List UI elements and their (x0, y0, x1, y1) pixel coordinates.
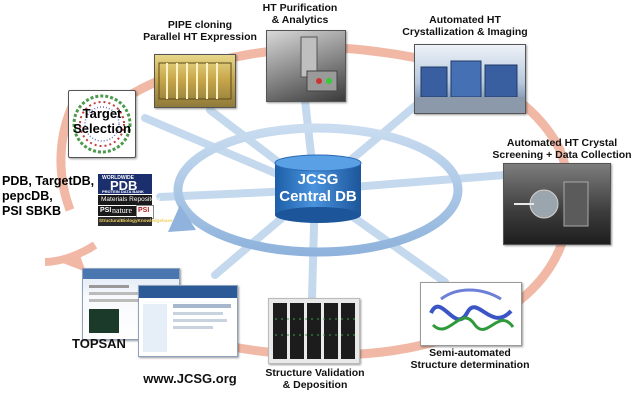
topsan-page-graphic (83, 269, 179, 333)
hub-line-1: JCSG (297, 171, 339, 188)
inner-ring-arrow (168, 123, 463, 257)
website-label: www.JCSG.org (143, 371, 237, 386)
pipe-cloning-label: PIPE cloning Parallel HT Expression (143, 19, 257, 43)
resources-line-3: PSI SBKB (2, 204, 62, 218)
psi-nature-logo: PSI nature (98, 206, 152, 216)
materials-repository-logo: Materials Repository (98, 195, 160, 205)
nature-logo-text: nature (112, 206, 132, 215)
sbkb-logo-text: StructuralBiologyKnowledgebase (99, 218, 173, 223)
jcsg-website-screenshot (138, 285, 238, 357)
cylinder-body (275, 163, 361, 215)
screening-label: Automated HT Crystal Screening + Data Co… (492, 137, 632, 161)
hub-label: JCSG Central DB (275, 171, 361, 205)
validation-image (268, 298, 360, 364)
outer-arrow-head (60, 250, 86, 272)
topsan-label: TOPSAN (72, 336, 126, 351)
pdb-logo: WORLDWIDE PDB PROTEIN DATA BANK (98, 174, 152, 194)
cylinder-bottom (275, 207, 361, 223)
resources-list: PDB, TargetDB, pepcDB, PSI SBKB (2, 174, 102, 219)
target-selection-image (68, 90, 136, 158)
materials-logo-text: Materials Repository (101, 196, 161, 203)
purification-label: HT Purification & Analytics (262, 2, 338, 26)
website-page-graphic (139, 286, 237, 352)
plate-rack-graphic (158, 62, 232, 100)
structure-label: Semi-automated Structure determination (410, 347, 530, 371)
pdb-logo-sub: PROTEIN DATA BANK (102, 189, 144, 194)
hub-line-2: Central DB (279, 188, 357, 205)
pdb-logo-main: PDB (110, 178, 138, 193)
validation-label: Structure Validation & Deposition (265, 367, 365, 391)
robot-arm-graphic (300, 36, 338, 92)
pdb-logo-worldwide: WORLDWIDE (102, 175, 134, 181)
inner-ring-head (168, 205, 196, 232)
central-db-cylinder (274, 154, 362, 223)
resources-line-2: pepcDB, (2, 189, 53, 203)
sbkb-logo: StructuralBiologyKnowledgebase (98, 217, 173, 226)
psi-logo-text: PSI (100, 207, 112, 214)
purification-image (266, 30, 346, 102)
protein-structure-graphic (429, 288, 515, 331)
inner-ring (173, 123, 463, 257)
crystallization-label: Automated HT Crystallization & Imaging (402, 14, 528, 38)
target-map-graphic (72, 94, 132, 154)
cylinder-top (274, 154, 362, 172)
psi-badge-logo: PSI (136, 205, 154, 219)
psi-badge-text: PSI (138, 207, 150, 214)
screening-image (503, 163, 611, 245)
server-racks-graphic (273, 303, 355, 359)
resources-line-1: PDB, TargetDB, (2, 174, 95, 188)
pipe-cloning-image (154, 54, 236, 108)
target-selection-label: Target Selection (73, 106, 131, 136)
beamline-graphic (514, 181, 589, 227)
structure-image (420, 282, 522, 346)
crystallization-image (414, 44, 526, 114)
imaging-units-graphic (415, 60, 525, 113)
